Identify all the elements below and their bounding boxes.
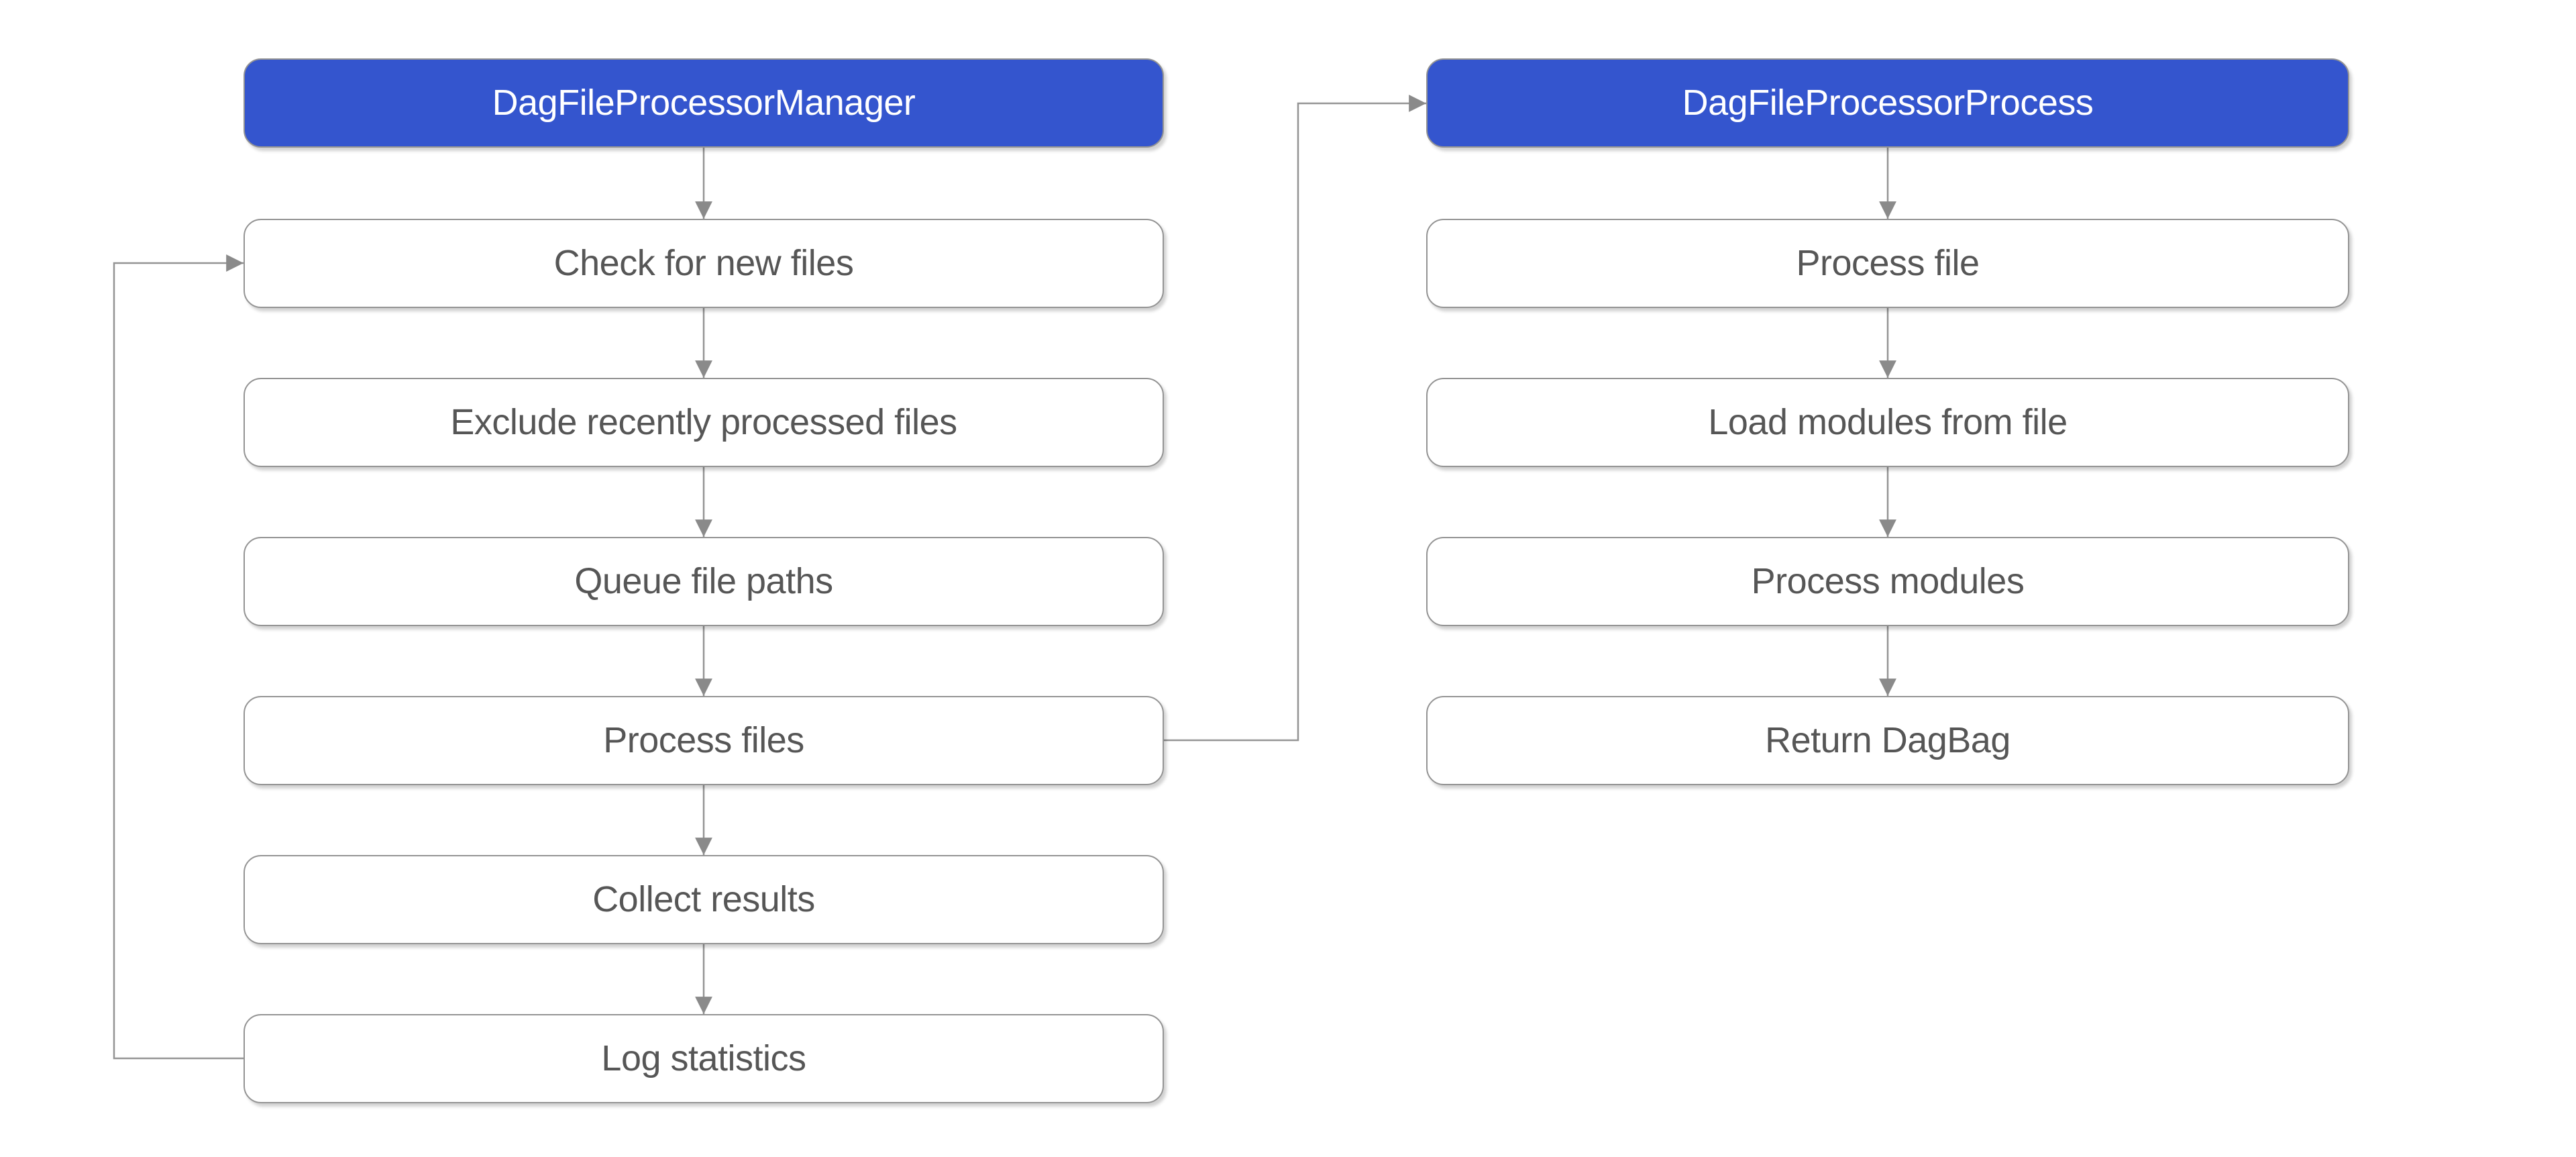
- node-dag-file-processor-manager: DagFileProcessorManager: [244, 58, 1164, 148]
- node-collect-results: Collect results: [244, 855, 1164, 944]
- node-exclude-recently-processed-files: Exclude recently processed files: [244, 378, 1164, 467]
- edge-process-files-to-dagfileprocessorprocess: [1164, 95, 1426, 742]
- node-process-modules: Process modules: [1426, 537, 2349, 626]
- node-load-modules-from-file: Load modules from file: [1426, 378, 2349, 467]
- node-return-dagbag: Return DagBag: [1426, 696, 2349, 785]
- edge-loop-log-statistics-to-check-for-new-files: [113, 254, 244, 1060]
- node-process-file: Process file: [1426, 219, 2349, 308]
- node-log-statistics: Log statistics: [244, 1014, 1164, 1103]
- node-queue-file-paths: Queue file paths: [244, 537, 1164, 626]
- node-process-files: Process files: [244, 696, 1164, 785]
- node-dag-file-processor-process: DagFileProcessorProcess: [1426, 58, 2349, 148]
- node-check-for-new-files: Check for new files: [244, 219, 1164, 308]
